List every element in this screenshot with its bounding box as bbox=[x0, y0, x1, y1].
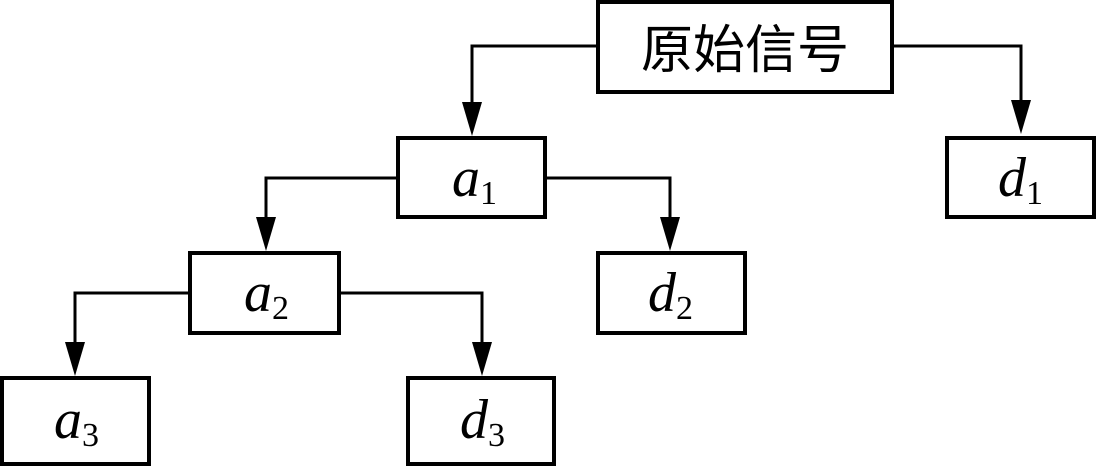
edge-a2-a3 bbox=[73, 291, 190, 344]
node-a2-var: a bbox=[244, 262, 272, 324]
node-d1: d1 bbox=[945, 136, 1096, 219]
arrowhead-a1-a2 bbox=[256, 217, 276, 251]
edge-root-a1 bbox=[470, 44, 598, 104]
node-a2-label: a2 bbox=[244, 262, 289, 327]
edge-root-d1 bbox=[893, 44, 1023, 102]
arrowhead-a1-d2 bbox=[660, 217, 680, 251]
node-a3: a3 bbox=[0, 376, 151, 466]
node-a3-label: a3 bbox=[54, 389, 99, 454]
node-d3-sub: 3 bbox=[488, 417, 505, 454]
edge-a1-a2 bbox=[264, 176, 398, 219]
node-a3-var: a bbox=[54, 389, 82, 451]
node-a1: a1 bbox=[396, 136, 547, 219]
node-a3-sub: 3 bbox=[82, 417, 99, 454]
edges bbox=[65, 44, 1031, 376]
node-a1-var: a bbox=[452, 147, 480, 209]
node-d2-sub: 2 bbox=[676, 290, 693, 327]
node-a2: a2 bbox=[188, 251, 341, 335]
node-d1-sub: 1 bbox=[1026, 175, 1043, 212]
node-a1-sub: 1 bbox=[480, 175, 497, 212]
arrowhead-root-d1 bbox=[1011, 100, 1031, 134]
node-d2-var: d bbox=[648, 262, 677, 324]
arrowhead-a2-d3 bbox=[472, 342, 492, 376]
node-d1-var: d bbox=[998, 147, 1027, 209]
edge-a2-d3 bbox=[338, 291, 484, 344]
node-a1-label: a1 bbox=[452, 147, 497, 212]
node-root: 原始信号 bbox=[596, 0, 894, 94]
arrowhead-a2-a3 bbox=[65, 342, 85, 376]
node-a2-sub: 2 bbox=[272, 290, 289, 327]
node-d3-var: d bbox=[460, 389, 489, 451]
node-d3: d3 bbox=[406, 376, 556, 466]
node-d2: d2 bbox=[596, 251, 747, 335]
node-root-label: 原始信号 bbox=[641, 21, 849, 81]
edge-a1-d2 bbox=[545, 176, 672, 219]
node-d3-label: d3 bbox=[460, 389, 505, 454]
arrowhead-root-a1 bbox=[462, 102, 482, 136]
node-d1-label: d1 bbox=[998, 147, 1043, 212]
node-d2-label: d2 bbox=[648, 262, 693, 327]
